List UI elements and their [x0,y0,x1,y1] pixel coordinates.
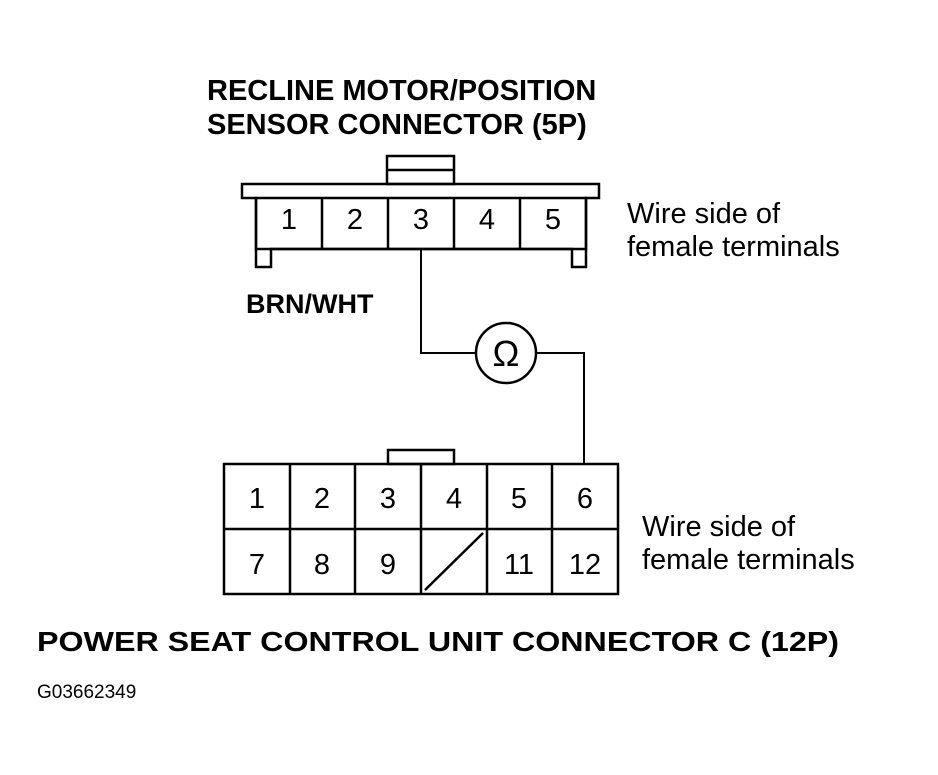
bottom-terminal: 3 [380,483,396,515]
top-terminal: 4 [479,204,495,236]
top-terminal: 3 [413,204,429,236]
bottom-connector [222,448,620,596]
bottom-connector-terminals-row2: 7 8 9 11 12 [249,549,601,581]
ohm-symbol: Ω [493,333,520,374]
bottom-terminal: 11 [504,549,534,581]
bottom-terminal: 5 [511,483,527,515]
bottom-connector-terminals-row1: 1 2 3 4 5 6 [249,483,593,515]
top-connector-title-line2: SENSOR CONNECTOR (5P) [207,109,587,141]
top-connector-note-line1: Wire side of [627,198,781,230]
bottom-terminal: 2 [314,483,330,515]
bottom-terminal: 1 [249,483,265,515]
wire-color-label: BRN/WHT [246,289,374,319]
test-wires [420,249,585,464]
top-connector-note-line2: female terminals [627,231,840,263]
bottom-connector-note-line1: Wire side of [642,511,796,543]
figure-id: G03662349 [37,682,136,703]
bottom-terminal: 7 [249,549,265,581]
bottom-connector-title: POWER SEAT CONTROL UNIT CONNECTOR C (12P… [37,626,839,657]
top-terminal: 1 [281,204,297,236]
top-terminal: 2 [347,204,363,236]
bottom-terminal: 12 [569,549,601,581]
bottom-terminal: 8 [314,549,330,581]
ohmmeter-icon: Ω [474,321,538,385]
bottom-terminal: 6 [577,483,593,515]
bottom-terminal: 4 [446,483,462,515]
top-terminal: 5 [545,204,561,236]
bottom-connector-note-line2: female terminals [642,544,855,576]
top-connector-terminals: 1 2 3 4 5 [281,204,561,236]
top-connector-title-line1: RECLINE MOTOR/POSITION [207,75,596,107]
bottom-terminal: 9 [380,549,396,581]
